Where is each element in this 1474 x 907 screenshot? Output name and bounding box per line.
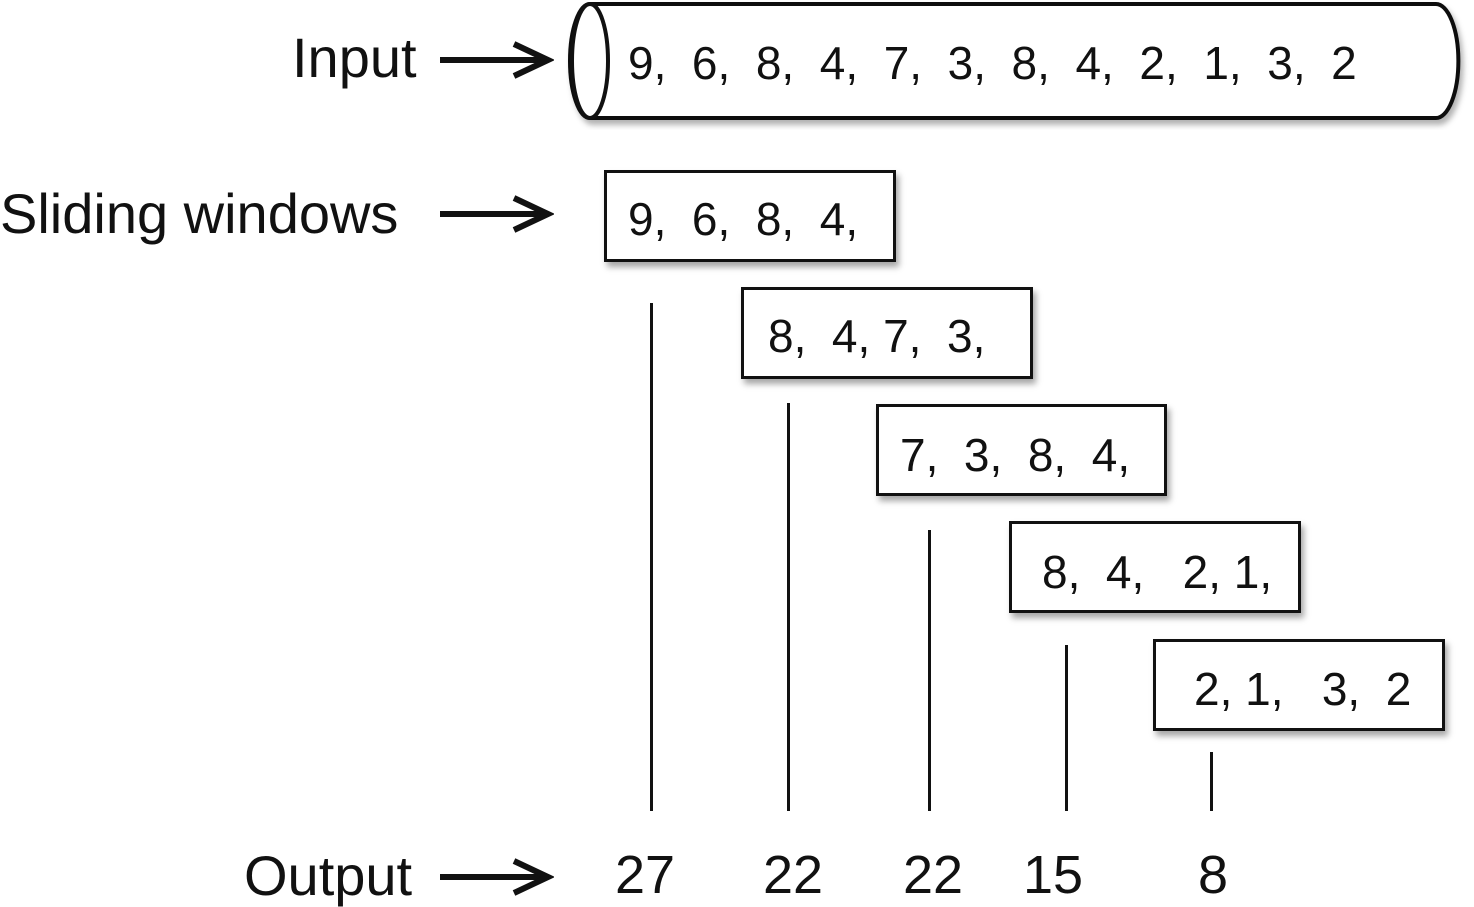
output-value: 22: [762, 845, 824, 905]
window-values: 9, 6, 8, 4,: [628, 193, 859, 245]
input-sequence: 9, 6, 8, 4, 7, 3, 8, 4, 2, 1, 3, 2: [628, 37, 1357, 89]
input-pipe-icon: [568, 2, 1461, 120]
sliding-windows-label: Sliding windows: [0, 182, 399, 245]
window-values: 8, 4, 2, 1,: [1042, 546, 1273, 598]
input-label: Input: [292, 26, 417, 89]
window-values: 2, 1, 3, 2: [1194, 663, 1412, 715]
window-values: 8, 4, 7, 3,: [768, 310, 986, 362]
output-value: 8: [1197, 845, 1229, 905]
input-arrow-icon: [440, 41, 554, 79]
output-value: 27: [614, 845, 676, 905]
connector-line: [928, 530, 931, 811]
connector-line: [787, 403, 790, 811]
window-box: [604, 170, 896, 262]
window-box: [1153, 639, 1445, 731]
output-arrow-icon: [440, 858, 554, 896]
window-box: [876, 404, 1167, 496]
window-box: [1009, 521, 1301, 613]
output-value: 15: [1022, 845, 1084, 905]
connector-line: [650, 303, 653, 811]
window-values: 7, 3, 8, 4,: [900, 429, 1131, 481]
output-value: 22: [902, 845, 964, 905]
output-label: Output: [244, 844, 413, 907]
sliding-windows-arrow-icon: [440, 195, 554, 233]
connector-line: [1210, 752, 1213, 811]
window-box: [741, 287, 1033, 379]
connector-line: [1065, 645, 1068, 811]
